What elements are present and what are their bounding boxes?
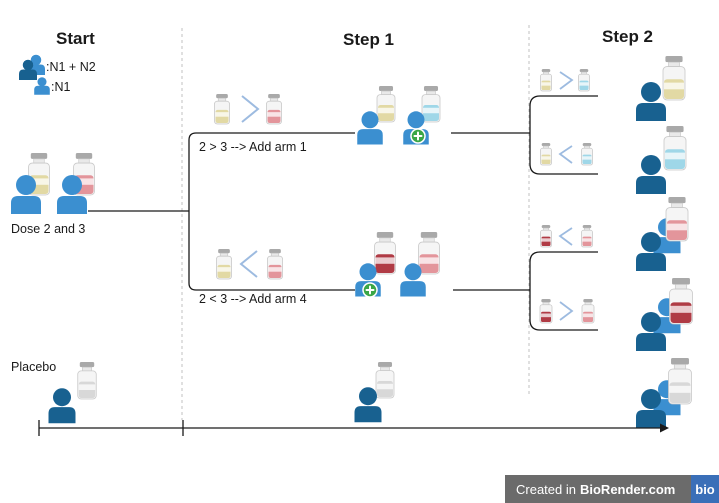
timeline-arrowhead: [660, 423, 669, 433]
vial-icon: [581, 299, 595, 324]
comparison-upper: [214, 94, 282, 125]
vial-icon: [418, 232, 440, 275]
plus-badge-icon: [410, 128, 426, 144]
person-icon: [48, 388, 76, 424]
vial-icon: [421, 86, 441, 123]
step2-comparison-3: [540, 225, 593, 248]
vial-icon: [374, 232, 396, 275]
branch-down-label: 2 < 3 --> Add arm 4: [199, 292, 307, 306]
greater-than-icon: [559, 71, 574, 90]
step2-comparison-1: [540, 69, 590, 92]
placebo-start-group: [48, 362, 97, 424]
watermark-brand: BioRender.com: [579, 481, 676, 497]
step1-upper-group: [357, 86, 441, 145]
legend-single-group-label: :N1: [51, 80, 71, 94]
vial-icon: [662, 56, 686, 101]
vial-icon: [540, 225, 552, 248]
placebo-label: Placebo: [11, 360, 56, 374]
step1-lower-group: [355, 232, 440, 298]
greater-than-icon: [559, 301, 574, 321]
greater-than-icon: [241, 95, 260, 123]
less-than-icon: [558, 145, 573, 164]
vial-icon: [216, 249, 232, 280]
vial-icon: [540, 143, 552, 166]
step2-group-1: [636, 56, 686, 121]
vial-icon: [665, 197, 689, 242]
step1-header: Step 1: [343, 30, 394, 49]
step2-comparison-4: [539, 299, 595, 324]
step2-header: Step 2: [602, 27, 653, 46]
timeline: [38, 420, 669, 436]
watermark-prefix: Created in: [516, 481, 576, 497]
step2-comparison-2: [540, 143, 593, 166]
start-header: Start: [56, 29, 95, 48]
step1-to-step2-upper-connector: [451, 95, 598, 175]
vial-icon: [375, 362, 395, 399]
vial-icon: [663, 126, 687, 171]
less-than-icon: [558, 227, 573, 246]
vial-icon: [669, 278, 693, 325]
placebo-step1-group: [354, 362, 395, 423]
biorender-logo-icon: bio: [691, 475, 719, 503]
vial-icon: [376, 86, 396, 123]
less-than-icon: [239, 250, 258, 278]
person-icon: [636, 82, 666, 121]
comparison-lower: [216, 249, 283, 280]
start-to-branches-connector: [88, 132, 355, 291]
vial-icon: [214, 94, 230, 125]
vial-icon: [539, 299, 553, 324]
legend-both-groups-icon: [19, 54, 45, 80]
vial-icon: [540, 69, 552, 92]
step2-group-4: [636, 278, 693, 351]
vial-icon: [266, 94, 282, 125]
legend-both-groups-label: :N1 + N2: [46, 60, 96, 74]
person-icon: [636, 155, 666, 194]
vial-icon: [668, 358, 692, 405]
branch-up-label: 2 > 3 --> Add arm 1: [199, 140, 307, 154]
dose-label: Dose 2 and 3: [11, 222, 85, 236]
vial-icon: [267, 249, 283, 280]
vial-icon: [581, 143, 593, 166]
vial-icon: [578, 69, 590, 92]
step2-group-2: [636, 126, 687, 194]
plus-badge-icon: [362, 282, 378, 298]
vial-icon: [77, 362, 97, 400]
step2-group-3: [636, 197, 689, 271]
placebo-step2-group: [636, 358, 692, 428]
vial-icon: [581, 225, 593, 248]
biorender-watermark[interactable]: Created in BioRender.com bio: [505, 475, 719, 503]
step1-to-step2-lower-connector: [453, 251, 598, 331]
start-arm-group: [11, 153, 95, 214]
